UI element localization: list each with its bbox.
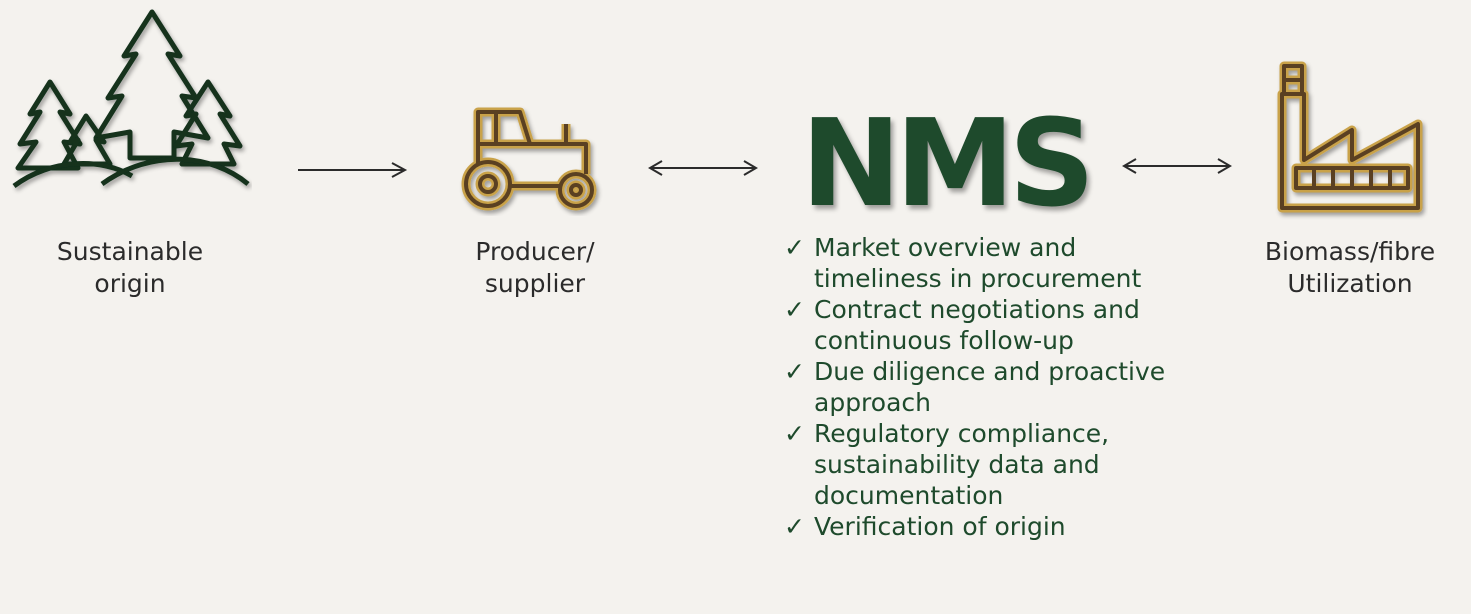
- factory-icon: [1268, 60, 1428, 224]
- check-icon: ✓: [784, 295, 805, 324]
- benefit-item: ✓ Due diligence and proactive approach: [776, 356, 1236, 418]
- benefit-text: Contract negotiations and continuous fol…: [814, 295, 1140, 355]
- arrow-producer-nms: [648, 158, 758, 178]
- benefits-list: ✓ Market overview and timeliness in procu…: [776, 232, 1236, 542]
- check-icon: ✓: [784, 419, 805, 448]
- benefit-item: ✓ Contract negotiations and continuous fo…: [776, 294, 1236, 356]
- nms-wordmark: NMS: [800, 95, 1095, 234]
- check-icon: ✓: [784, 357, 805, 386]
- benefit-item: ✓ Regulatory compliance, sustainability d…: [776, 418, 1236, 511]
- arrow-nms-utilization: [1122, 156, 1232, 176]
- producer-label: Producer/ supplier: [475, 237, 595, 298]
- benefit-text: Verification of origin: [814, 512, 1066, 541]
- arrow-origin-to-producer: [296, 160, 408, 180]
- benefit-text: Regulatory compliance, sustainability da…: [814, 419, 1110, 510]
- benefit-item: ✓ Market overview and timeliness in procu…: [776, 232, 1236, 294]
- origin-label: Sustainable origin: [56, 237, 204, 298]
- tractor-icon: [458, 104, 608, 220]
- forest-icon: [12, 8, 252, 212]
- benefit-text: Market overview and timeliness in procur…: [814, 233, 1142, 293]
- check-icon: ✓: [784, 233, 805, 262]
- benefit-item: ✓ Verification of origin: [776, 511, 1236, 542]
- utilization-label: Biomass/fibre Utilization: [1264, 237, 1436, 298]
- benefit-text: Due diligence and proactive approach: [814, 357, 1166, 417]
- check-icon: ✓: [784, 512, 805, 541]
